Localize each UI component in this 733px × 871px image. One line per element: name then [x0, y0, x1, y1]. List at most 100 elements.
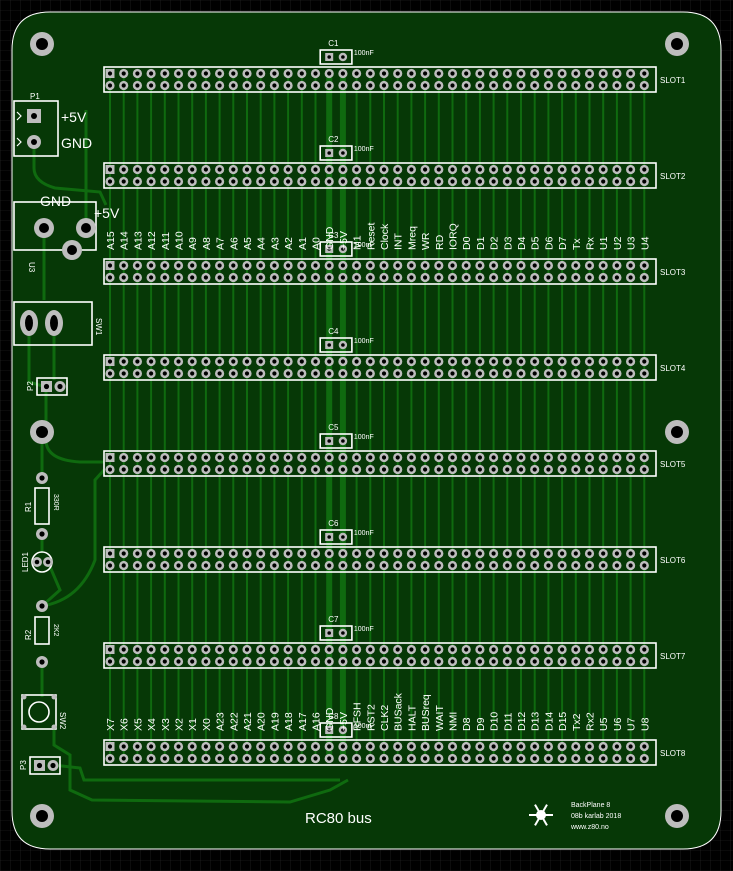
- pin-label: D6: [543, 236, 555, 250]
- pin-label: U4: [639, 236, 651, 250]
- pin-label: X5: [132, 718, 144, 731]
- pin-label: U7: [626, 717, 638, 731]
- pin-label: D14: [543, 712, 555, 731]
- r1-value: 330R: [52, 494, 59, 511]
- p3-header: P3: [19, 756, 61, 775]
- led1-ref: LED1: [21, 551, 30, 572]
- slot-outline: [103, 739, 657, 766]
- pin-label: A12: [146, 231, 158, 250]
- pin-label: X3: [160, 718, 172, 731]
- u3-gnd-label: GND: [40, 193, 71, 209]
- pin-label: Tx: [571, 238, 583, 250]
- pin-label: Mreq: [406, 226, 418, 250]
- power-trace: [52, 727, 349, 804]
- capacitor-outline: [319, 145, 353, 161]
- slot-label: SLOT1: [660, 76, 686, 85]
- u3-5v-label: +5V: [94, 205, 120, 221]
- pin-label: A17: [297, 712, 309, 731]
- pin-label: D2: [489, 236, 501, 250]
- p1-power-connector: P1 +5V GND: [13, 92, 92, 157]
- capacitor-outline: [319, 337, 353, 353]
- p2-header: P2: [26, 377, 68, 396]
- p1-ref: P1: [30, 92, 40, 101]
- capacitor-ref: C5: [328, 423, 339, 432]
- pin-label: X6: [119, 718, 131, 731]
- slot-connector: SLOT6: [103, 546, 686, 573]
- capacitor: C5 100nF: [319, 423, 374, 449]
- pin-label: A2: [283, 237, 295, 250]
- pin-label: Rx: [585, 236, 597, 250]
- pin-label: BUSack: [393, 692, 405, 731]
- pin-label: D0: [461, 236, 473, 250]
- pin-label: A18: [283, 712, 295, 731]
- pin-label: D5: [530, 236, 542, 250]
- snowflake-logo: [529, 804, 553, 826]
- pin-label: Rx2: [585, 712, 597, 731]
- capacitor-value: 100nF: [354, 434, 374, 441]
- sw2-reset-button: SW2: [21, 694, 67, 730]
- led1: LED1: [21, 551, 53, 573]
- pin-label: Tx2: [571, 713, 583, 731]
- u3-ref: U3: [27, 262, 36, 273]
- capacitor-value: 100nF: [354, 50, 374, 57]
- pin-label: A13: [132, 231, 144, 250]
- p1-pin2-label: GND: [61, 135, 92, 151]
- pin-label: U3: [626, 236, 638, 250]
- pin-label: A22: [228, 712, 240, 731]
- pin-label: GND: [324, 707, 336, 731]
- capacitor-outline: [319, 722, 353, 738]
- pin-label: X1: [187, 718, 199, 731]
- capacitor-ref: C3: [328, 231, 339, 240]
- p3-ref: P3: [19, 760, 28, 770]
- pin-label: GND: [324, 226, 336, 250]
- pin-label: A20: [256, 712, 268, 731]
- capacitor-ref: C4: [328, 327, 339, 336]
- sw1-ref: SW1: [94, 318, 103, 336]
- slot-label: SLOT8: [660, 749, 686, 758]
- pin-label: CLK2: [379, 705, 391, 731]
- credit-line-2: 08b karlab 2018: [571, 813, 621, 820]
- r2-value: 2K2: [52, 624, 59, 637]
- pin-label: A16: [311, 712, 323, 731]
- pin-label: U6: [612, 717, 624, 731]
- power-trace: [41, 561, 62, 608]
- capacitor-ref: C6: [328, 519, 339, 528]
- pin-label: D1: [475, 236, 487, 250]
- pin-label: D7: [557, 236, 569, 250]
- pin-label: D4: [516, 236, 528, 250]
- capacitor-outline: [319, 49, 353, 65]
- slot-label: SLOT6: [660, 556, 686, 565]
- slot-outline: [103, 258, 657, 285]
- pin-label: A19: [269, 712, 281, 731]
- p2-ref: P2: [26, 381, 35, 391]
- pin-label: D3: [502, 236, 514, 250]
- pin-label: A1: [297, 237, 309, 250]
- mounting-holes: [30, 32, 689, 828]
- capacitor-outline: [319, 529, 353, 545]
- capacitor-outline: [319, 625, 353, 641]
- credit-line-1: BackPlane 8: [571, 802, 610, 809]
- slot-connector: SLOT3: [103, 258, 686, 285]
- slot-label: SLOT3: [660, 268, 686, 277]
- pin-label: Reset: [365, 222, 377, 250]
- pin-label: BUSreq: [420, 694, 432, 731]
- capacitor-outline: [319, 241, 353, 257]
- r2-ref: R2: [24, 629, 33, 640]
- pin-label: A5: [242, 237, 254, 250]
- pin-label: X0: [201, 718, 213, 731]
- sw1-power-switch: SW1: [13, 301, 103, 346]
- capacitor-outline: [319, 433, 353, 449]
- capacitor-value: 100nF: [354, 723, 374, 730]
- power-trace: [41, 468, 106, 608]
- pin-label: A6: [228, 237, 240, 250]
- pin-label: D10: [489, 712, 501, 731]
- board-title: RC80 bus: [305, 810, 372, 827]
- pin-label: A7: [215, 237, 227, 250]
- credit-line-3: www.z80.no: [570, 824, 609, 831]
- decoupling-capacitors: C1100nFC2100nFC3100nFC4100nFC5100nFC6100…: [319, 39, 374, 738]
